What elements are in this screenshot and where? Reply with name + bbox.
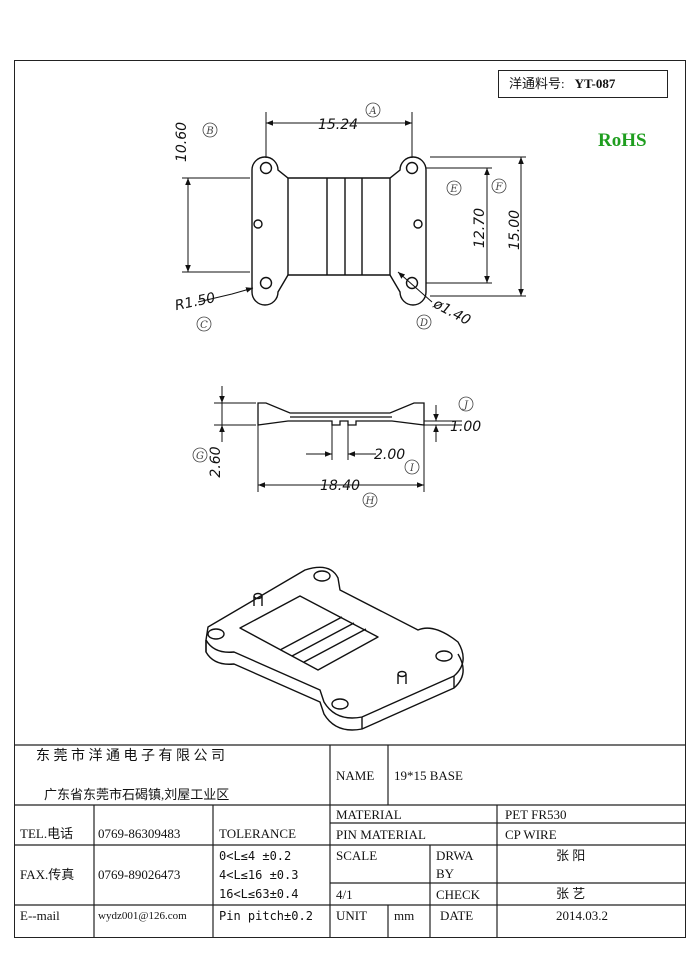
svg-text:A: A	[368, 106, 376, 117]
drawn-by-value: 张 阳	[556, 848, 586, 863]
tel-label: TEL.电话	[20, 826, 74, 841]
tolerance-line-2: 4<L≤16 ±0.3	[219, 868, 299, 882]
date-value: 2014.03.2	[556, 908, 608, 923]
dim-I-value: 2.00	[374, 447, 405, 463]
check-label: CHECK	[436, 887, 481, 902]
scale-label: SCALE	[336, 848, 378, 863]
drawn-by-label-2: BY	[436, 866, 455, 881]
callout-G: G	[192, 447, 208, 463]
check-value: 张 艺	[556, 886, 586, 901]
fax-value: 0769-89026473	[98, 867, 181, 882]
svg-text:F: F	[495, 182, 504, 193]
callout-H: H	[362, 492, 378, 508]
material-value: PET FR530	[505, 807, 567, 822]
callout-bubbles: A B C D E F G H I J	[192, 102, 507, 508]
pin-material-value: CP WIRE	[505, 827, 557, 842]
callout-D: D	[416, 314, 432, 330]
svg-text:C: C	[200, 320, 208, 331]
dim-F-value: 15.00	[507, 210, 523, 250]
drawing-frame	[14, 60, 686, 938]
callout-B: B	[202, 122, 218, 138]
pin-material-label: PIN MATERIAL	[336, 827, 426, 842]
callout-C: C	[196, 316, 212, 332]
date-label: DATE	[440, 908, 474, 923]
tolerance-label: TOLERANCE	[219, 826, 297, 841]
dim-J-value: 1.00	[450, 419, 481, 435]
name-value: 19*15 BASE	[394, 768, 463, 783]
dim-C-value: R1.50	[173, 290, 216, 314]
svg-text:D: D	[419, 318, 428, 329]
company-name: 东 莞 市 洋 通 电 子 有 限 公 司	[36, 749, 225, 764]
dim-H-value: 18.40	[320, 478, 360, 494]
side-view	[257, 402, 425, 426]
email-value: wydz001@126.com	[98, 910, 187, 922]
side-view-dimension-lines	[214, 386, 462, 492]
dim-D-value: ø1.40	[430, 296, 474, 329]
dim-G-value: 2.60	[208, 446, 224, 477]
unit-value: mm	[394, 908, 415, 923]
dim-A-value: 15.24	[318, 117, 358, 133]
svg-text:E: E	[449, 184, 458, 195]
material-label: MATERIAL	[336, 807, 402, 822]
svg-text:H: H	[365, 496, 375, 507]
drawn-by-label-1: DRWA	[436, 848, 474, 863]
name-label: NAME	[336, 768, 375, 783]
scale-value: 4/1	[336, 887, 353, 902]
top-view	[251, 156, 427, 306]
svg-text:I: I	[409, 463, 415, 474]
top-view-dimension-lines	[182, 112, 526, 303]
part-number-value: YT-087	[574, 76, 616, 91]
tolerance-line-4: Pin pitch±0.2	[219, 909, 313, 923]
callout-I: I	[404, 459, 420, 475]
isometric-view	[205, 566, 464, 731]
fax-label: FAX.传真	[20, 867, 75, 882]
unit-label: UNIT	[336, 908, 368, 923]
callout-A: A	[365, 102, 381, 118]
svg-text:B: B	[205, 126, 213, 137]
svg-text:J: J	[462, 400, 469, 411]
dim-B-value: 10.60	[174, 122, 190, 162]
tolerance-line-3: 16<L≤63±0.4	[219, 887, 299, 901]
email-label: E--mail	[20, 908, 60, 923]
title-block-grid	[14, 744, 686, 938]
tel-value: 0769-86309483	[98, 826, 181, 841]
company-address: 广东省东莞市石碣镇,刘屋工业区	[44, 787, 230, 802]
callout-J: J	[458, 396, 474, 412]
part-number-label: 洋通料号:	[509, 76, 565, 91]
tolerance-line-1: 0<L≤4 ±0.2	[219, 849, 292, 863]
dim-E-value: 12.70	[472, 208, 488, 248]
callout-E: E	[446, 180, 462, 196]
callout-F: F	[491, 178, 507, 194]
part-number-box: 洋通料号: YT-087	[498, 70, 668, 98]
svg-text:G: G	[196, 451, 204, 462]
rohs-mark: RoHS	[598, 130, 647, 151]
